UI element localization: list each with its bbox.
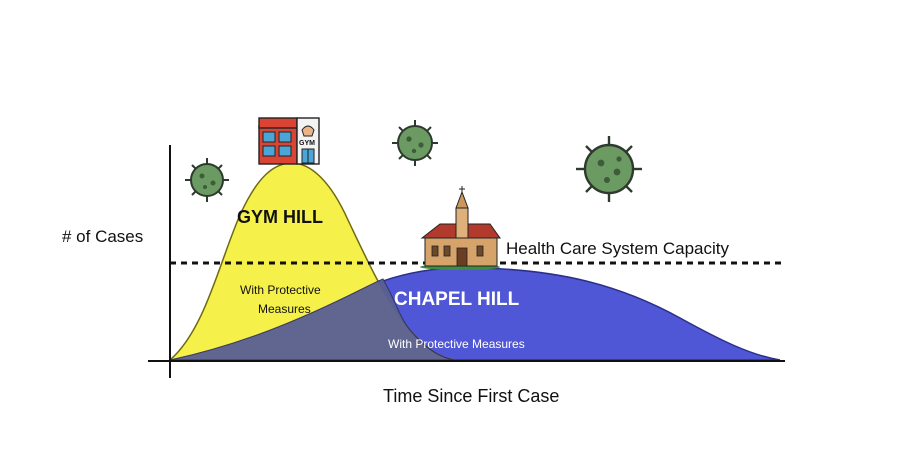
x-axis-label: Time Since First Case: [383, 386, 559, 406]
virus-icon: [576, 136, 642, 202]
gym-note-line1: With Protective: [240, 283, 321, 297]
gym-sign: GYM: [299, 140, 315, 147]
chapel-icon: [420, 186, 501, 270]
chapel-hill-title: CHAPEL HILL: [394, 289, 520, 310]
y-axis-label: # of Cases: [62, 227, 143, 246]
virus-icon: [392, 120, 438, 166]
gym-hill-title: GYM HILL: [237, 207, 323, 227]
virus-icon: [185, 158, 229, 202]
overlap-region: [169, 278, 456, 361]
chapel-note: With Protective Measures: [388, 337, 525, 351]
gym-building-icon: GYM: [258, 117, 320, 165]
gym-note-line2: Measures: [258, 302, 311, 316]
capacity-label: Health Care System Capacity: [506, 239, 729, 258]
